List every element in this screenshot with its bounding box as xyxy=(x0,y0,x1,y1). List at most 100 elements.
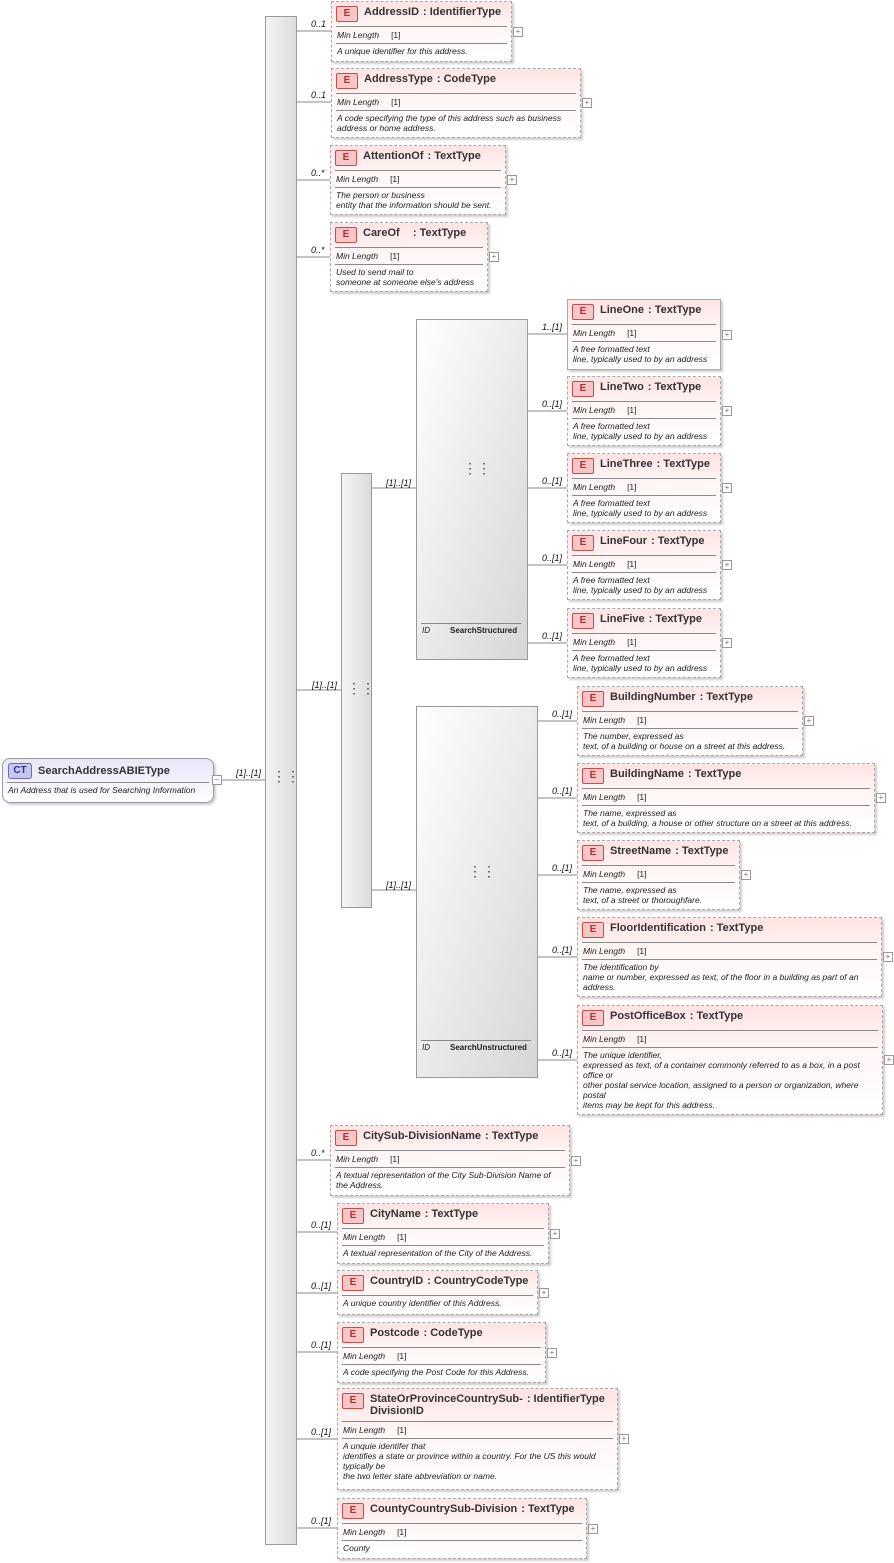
element-doc: A textual representation of the City Sub… xyxy=(336,1170,551,1190)
facet-label: Min Length xyxy=(573,405,616,415)
facet-divider xyxy=(335,1167,565,1168)
expand-toggle[interactable]: + xyxy=(722,560,732,570)
element-name: LineTwo xyxy=(600,381,644,393)
element-name: CountyCountrySub-Division xyxy=(370,1503,518,1515)
facet-value: [1] xyxy=(390,251,400,261)
facet-value: [1] xyxy=(637,1034,647,1044)
expand-toggle[interactable]: + xyxy=(619,1434,629,1444)
element-badge: E xyxy=(335,1130,357,1146)
element-badge: E xyxy=(335,150,357,166)
element-badge: E xyxy=(572,304,594,320)
element-type: : TextType xyxy=(675,845,729,857)
element-divider xyxy=(342,1347,541,1348)
element-multiplicity: 0..[1] xyxy=(542,553,563,563)
element-facet: Min Length[1] xyxy=(338,1524,586,1538)
expand-toggle[interactable]: + xyxy=(489,252,499,262)
element-type: : IdentifierType xyxy=(526,1393,605,1405)
expand-toggle[interactable]: + xyxy=(876,793,886,803)
element-doc: The name, expressed as text, of a street… xyxy=(583,885,703,905)
expand-toggle[interactable]: + xyxy=(722,329,732,340)
expand-toggle[interactable]: + xyxy=(722,406,732,416)
root-complex-type[interactable]: CT SearchAddressABIEType An Address that… xyxy=(2,758,214,803)
expand-toggle[interactable]: + xyxy=(582,98,592,108)
facet-label: Min Length xyxy=(336,174,379,184)
expand-toggle[interactable]: + xyxy=(722,483,732,493)
element-doc: The number, expressed as text, of a buil… xyxy=(583,731,786,751)
element-badge: E xyxy=(582,922,604,938)
element-facet: Min Length[1] xyxy=(338,1348,545,1362)
unstructured-multiplicity: [1]..[1] xyxy=(386,880,412,890)
facet-value: [1] xyxy=(627,328,637,338)
expand-toggle[interactable]: + xyxy=(883,952,893,962)
element-facet: Min Length[1] xyxy=(338,1422,617,1436)
facet-label: Min Length xyxy=(343,1232,386,1242)
element-type: : CodeType xyxy=(436,73,496,85)
element-badge: E xyxy=(572,458,594,474)
element-badge: E xyxy=(342,1327,364,1343)
expand-toggle[interactable]: + xyxy=(507,175,517,185)
element-name: CitySub-DivisionName xyxy=(363,1130,481,1142)
element-doc: A free formatted text line, typically us… xyxy=(573,421,708,441)
facet-label: Min Length xyxy=(573,482,616,492)
element-divider xyxy=(342,1228,544,1229)
element-badge: E xyxy=(582,845,604,861)
expand-toggle[interactable]: + xyxy=(588,1523,598,1534)
element-type: : TextType xyxy=(709,922,764,934)
facet-label: Min Length xyxy=(337,97,380,107)
facet-divider xyxy=(582,728,798,729)
expand-toggle[interactable]: + xyxy=(741,870,751,880)
element-facet: Min Length[1] xyxy=(578,789,874,803)
expand-toggle[interactable]: + xyxy=(539,1287,549,1298)
choice-multiplicity: [1]..[1] xyxy=(312,680,338,690)
facet-label: Min Length xyxy=(583,869,626,879)
facet-value: [1] xyxy=(391,97,401,107)
expand-toggle[interactable]: + xyxy=(804,716,814,726)
search-unstructured-group[interactable] xyxy=(416,706,538,1078)
expand-toggle[interactable]: + xyxy=(571,1155,581,1166)
facet-divider xyxy=(342,1540,582,1541)
structured-id-label: ID xyxy=(422,626,430,635)
expand-toggle[interactable]: + xyxy=(722,638,732,648)
element-type: : TextType xyxy=(651,535,705,547)
element-facet: Min Length[1] xyxy=(568,402,720,416)
expand-toggle[interactable]: + xyxy=(550,1228,560,1239)
expand-toggle[interactable]: + xyxy=(884,1055,894,1065)
element-divider xyxy=(582,711,798,712)
element-divider xyxy=(335,247,483,248)
sequence-icon: ⋮⋮ xyxy=(272,768,300,784)
element-multiplicity: 0..[1] xyxy=(311,1281,332,1291)
expand-toggle[interactable]: + xyxy=(513,26,523,37)
facet-divider xyxy=(572,341,716,342)
collapse-toggle[interactable]: − xyxy=(212,775,222,785)
unstructured-id-label: ID xyxy=(422,1043,430,1052)
search-structured-group[interactable] xyxy=(416,319,528,660)
expand-toggle[interactable]: + xyxy=(547,1347,557,1358)
element-multiplicity: 0..[1] xyxy=(552,709,573,719)
element-divider xyxy=(336,93,576,94)
element-divider xyxy=(335,170,501,171)
